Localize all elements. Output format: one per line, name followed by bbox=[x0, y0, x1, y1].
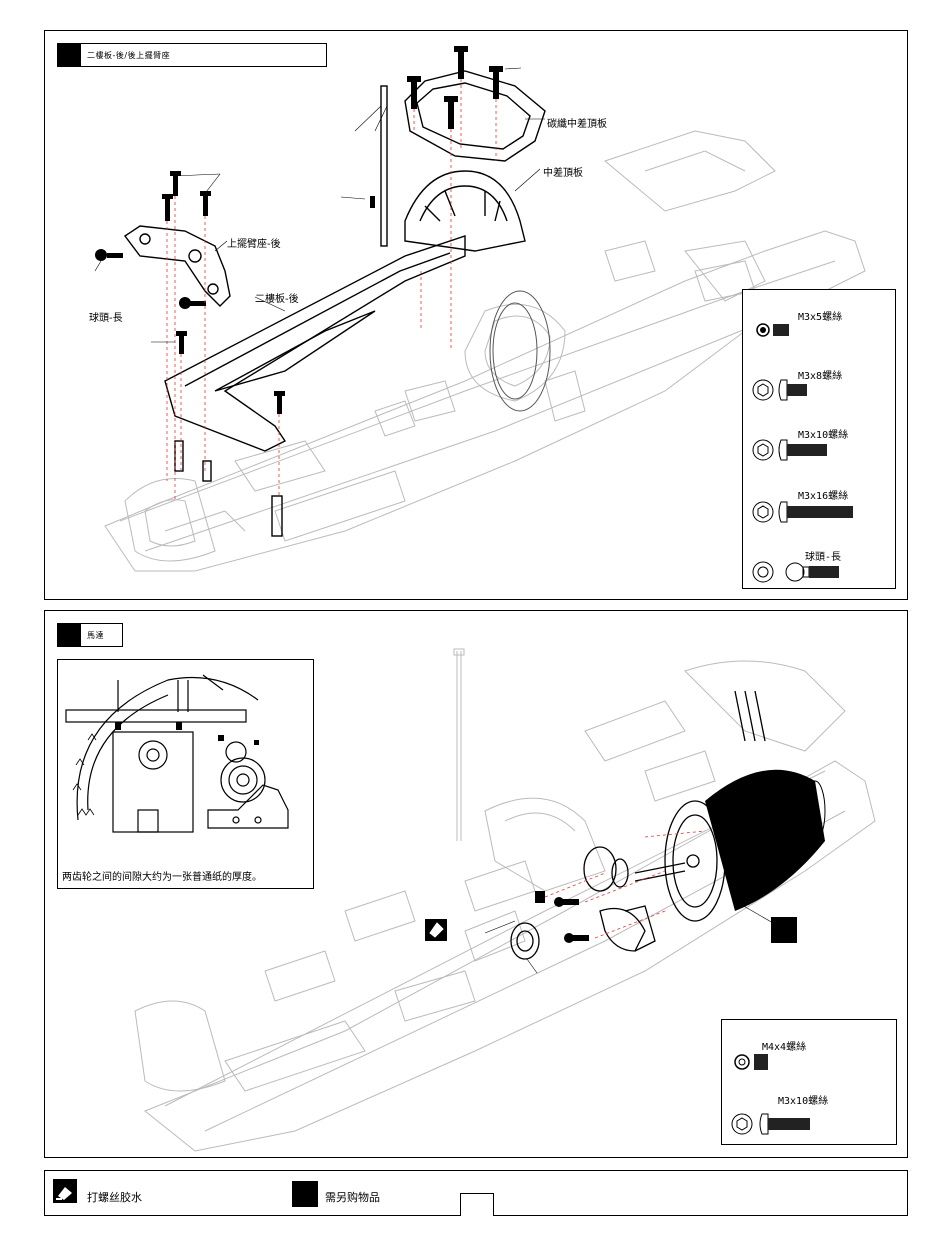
label-second-deck: 二樓板-後 bbox=[255, 290, 299, 305]
label-center-top-plate: 中差頂板 bbox=[543, 164, 583, 179]
glue-icon bbox=[53, 1179, 83, 1209]
legend-m4x4: M4x4螺絲 bbox=[762, 1038, 806, 1053]
step2-parts-legend: M4x4螺絲 M3x10螺絲 bbox=[721, 1019, 897, 1145]
step1-panel: 二樓板-後/後上擺臂座 bbox=[44, 30, 908, 600]
label-ball-long: 球頭-長 bbox=[89, 309, 123, 324]
label-carbon-top-plate: 碳纖中差頂板 bbox=[547, 115, 607, 130]
legend-m3x10: M3x10螺絲 bbox=[798, 426, 848, 441]
glue-label: 打螺丝胶水 bbox=[87, 1189, 142, 1205]
page-tab bbox=[460, 1193, 494, 1216]
legend-m3x10-step2: M3x10螺絲 bbox=[778, 1092, 828, 1107]
step2-panel: 馬達 bbox=[44, 610, 908, 1158]
footer-legend-bar: 打螺丝胶水 需另购物品 bbox=[44, 1170, 908, 1216]
legend-ball-long: 球頭-長 bbox=[805, 548, 841, 563]
label-upper-arm-mount: 上擺臂座-後 bbox=[227, 235, 281, 250]
legend-m3x5: M3x5螺絲 bbox=[798, 308, 842, 323]
legend-step2-icons bbox=[722, 1020, 898, 1146]
purchase-label: 需另购物品 bbox=[325, 1189, 380, 1205]
legend-m3x8: M3x8螺絲 bbox=[798, 367, 842, 382]
purchase-separately-icon bbox=[292, 1181, 318, 1207]
step1-parts-legend: M3x5螺絲 M3x8螺絲 M3x10螺絲 M3x16螺絲 球頭-長 bbox=[742, 289, 896, 589]
legend-m3x16: M3x16螺絲 bbox=[798, 487, 848, 502]
